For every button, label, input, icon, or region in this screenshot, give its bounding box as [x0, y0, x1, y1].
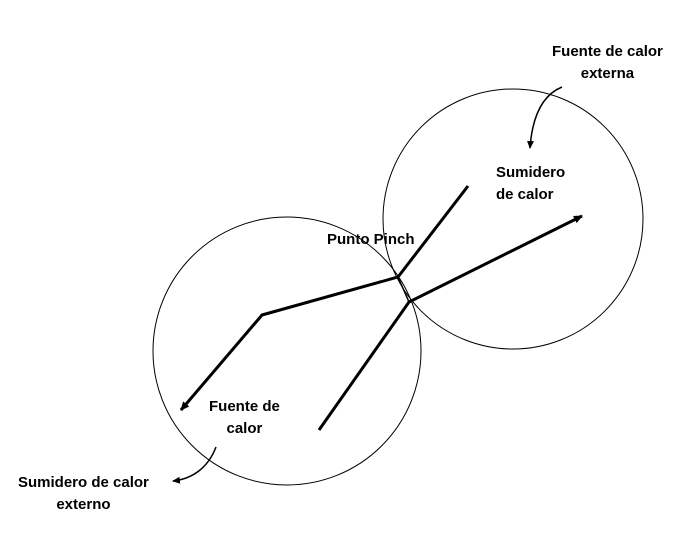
external-sink-arrow [172, 446, 217, 484]
heat-sink-circle [382, 88, 644, 350]
pinch-point-label: Punto Pinch [327, 229, 415, 251]
external-heat-sink-line2: externo [56, 496, 111, 513]
heat-sink-line2: de calor [496, 186, 554, 203]
external-heat-sink-line1: Sumidero de calor [18, 474, 149, 491]
heat-source-line1: Fuente de [209, 398, 280, 415]
external-heat-source-line1: Fuente de calor [552, 43, 663, 60]
external-heat-source-line2: externa [580, 65, 635, 82]
external-source-arrow [527, 86, 563, 149]
heat-source-circle [152, 216, 422, 486]
heat-sink-line1: Sumidero [496, 164, 566, 181]
external-heat-source-label: Fuente de calor externa [552, 41, 663, 85]
pinch-point-text: Punto Pinch [327, 231, 415, 248]
hot-stream-line [179, 185, 470, 411]
pinch-connector [397, 276, 410, 303]
heat-sink-label: Sumidero de calor [496, 162, 565, 206]
external-heat-sink-label: Sumidero de calor externo [18, 472, 149, 516]
heat-source-line2: calor [226, 420, 263, 437]
heat-source-label: Fuente de calor [209, 396, 280, 440]
